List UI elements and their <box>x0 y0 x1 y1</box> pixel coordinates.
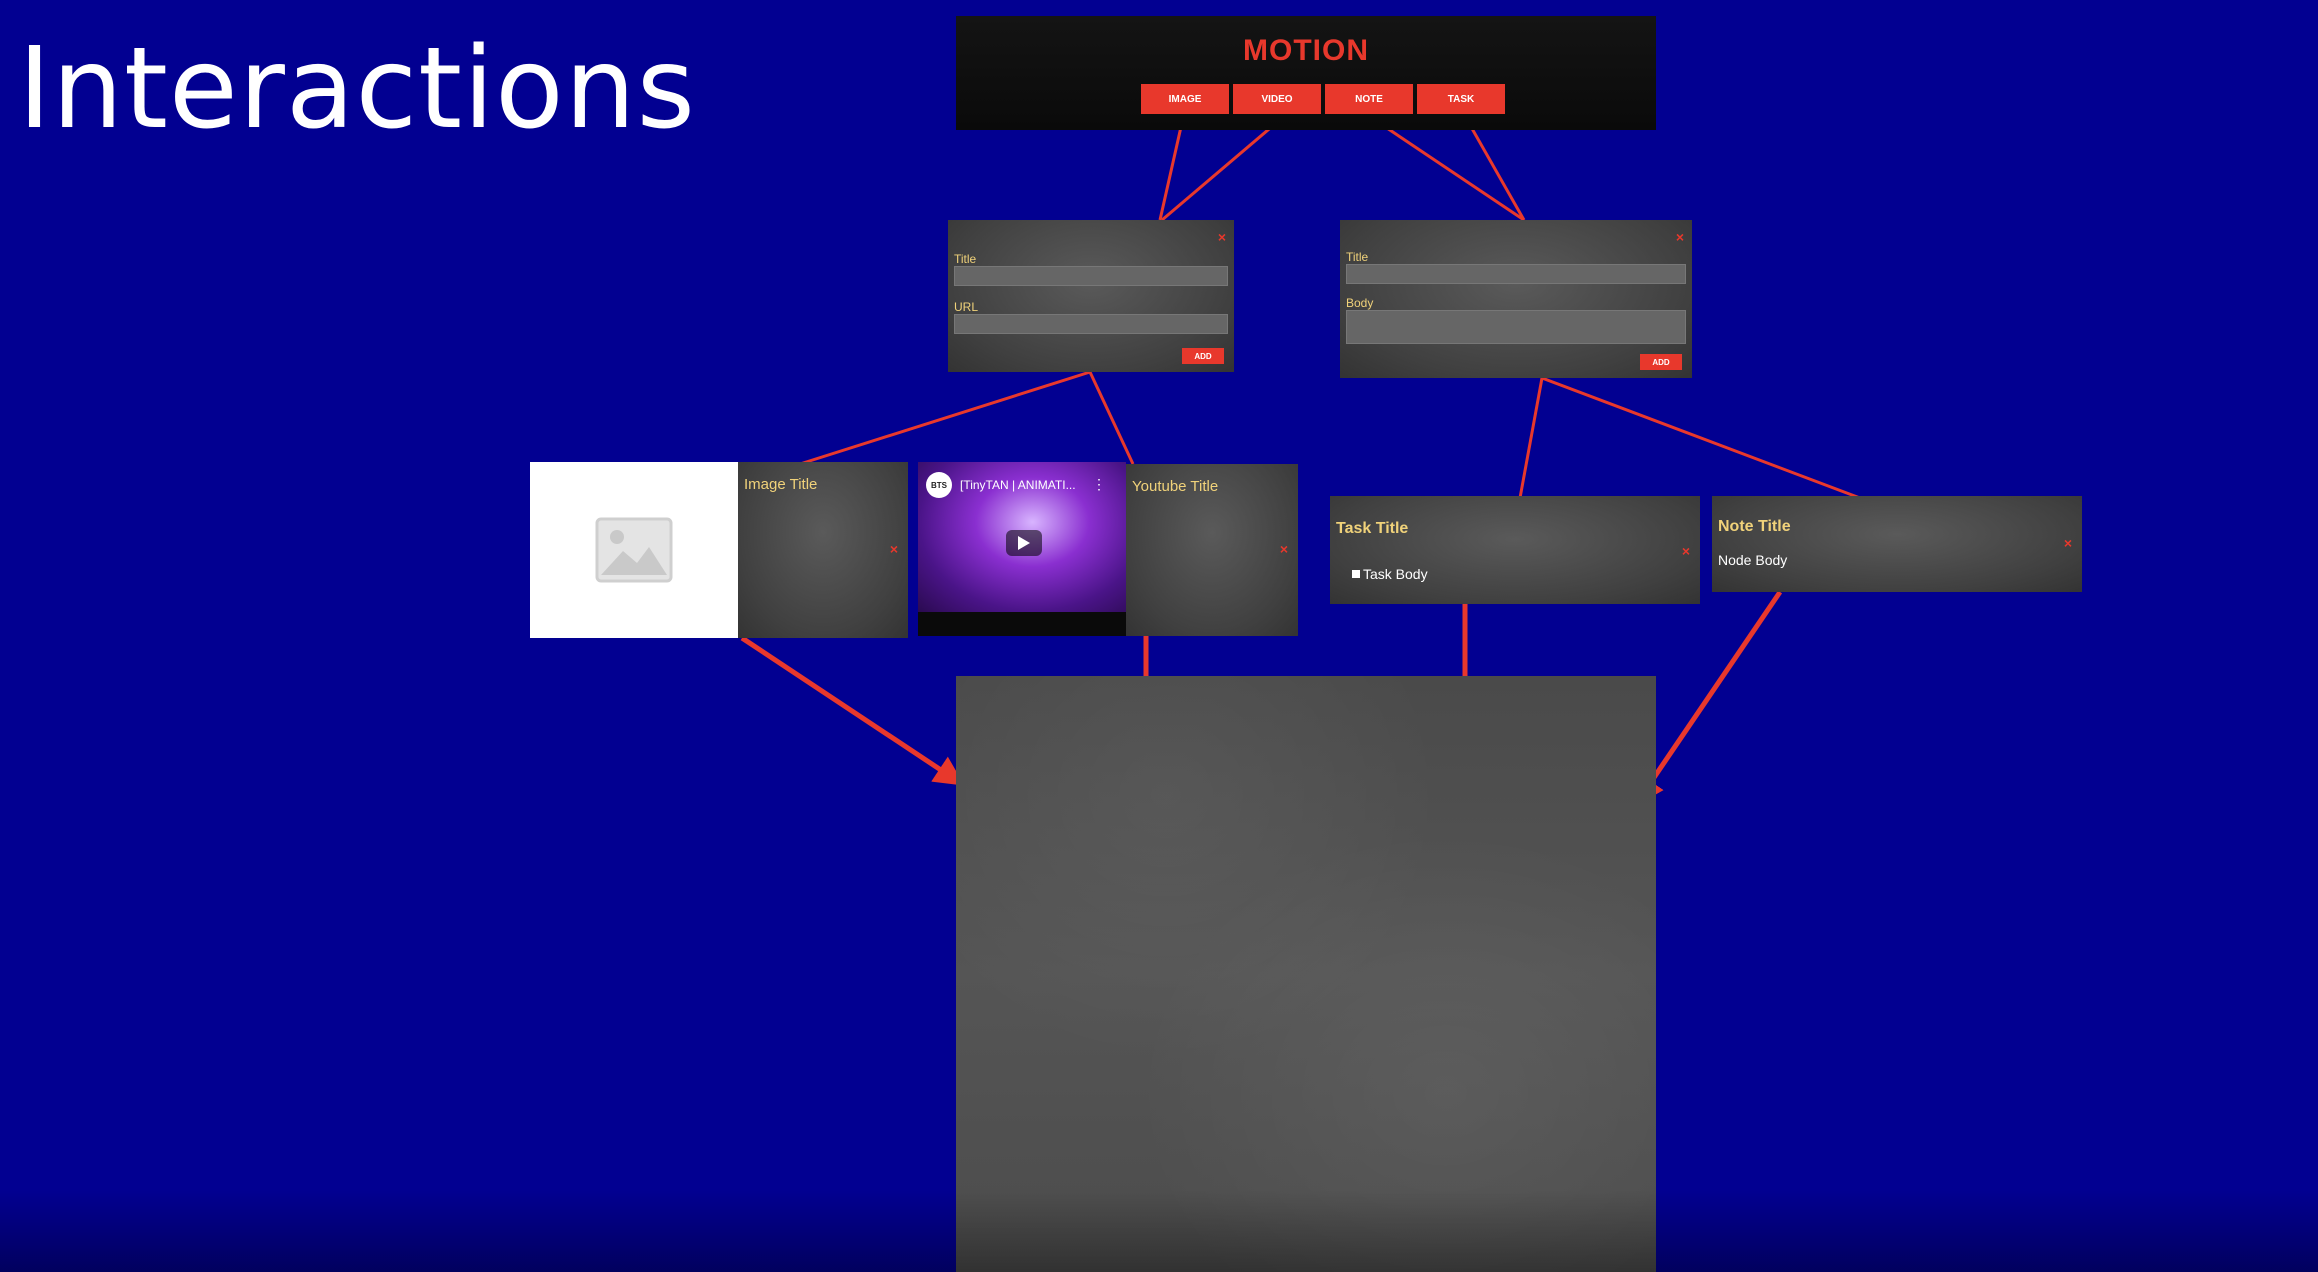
video-thumbnail[interactable]: BTS [TinyTAN | ANIMATI... ⋮ <box>918 462 1126 636</box>
slide-title: Interactions <box>18 24 696 154</box>
more-options-icon[interactable]: ⋮ <box>1092 476 1106 492</box>
add-button[interactable]: ADD <box>1182 348 1224 364</box>
media-form-dialog: × Title URL ADD <box>948 220 1234 372</box>
add-button[interactable]: ADD <box>1640 354 1682 370</box>
app-header: MOTION IMAGE VIDEO NOTE TASK <box>956 16 1656 130</box>
link-media-form-to-video-card <box>1088 371 1135 465</box>
note-card-title: Note Title <box>1718 518 1791 535</box>
text-form-dialog: × Title Body ADD <box>1340 220 1692 378</box>
note-button[interactable]: NOTE <box>1325 84 1413 114</box>
play-button[interactable] <box>1006 530 1042 556</box>
arrow-note-to-board <box>1633 590 1783 807</box>
video-button[interactable]: VIDEO <box>1233 84 1321 114</box>
arrow-image-to-board <box>740 635 965 787</box>
video-thumbnail-title: [TinyTAN | ANIMATI... <box>960 478 1076 492</box>
link-note-to-text-form <box>1371 116 1525 222</box>
link-task-to-text-form <box>1464 117 1526 221</box>
title-input[interactable] <box>954 266 1228 286</box>
task-body-text: Task Body <box>1363 566 1428 582</box>
url-label: URL <box>954 300 979 314</box>
link-media-form-to-image-card <box>799 370 1091 466</box>
channel-avatar: BTS <box>926 472 952 498</box>
url-input[interactable] <box>954 314 1228 334</box>
task-checkbox[interactable] <box>1352 570 1360 578</box>
close-icon[interactable]: × <box>1681 543 1690 559</box>
link-image-to-media-form <box>1158 117 1185 221</box>
note-body-text: Node Body <box>1718 552 1788 568</box>
task-item: Task Body <box>1352 566 1428 582</box>
task-card-title: Task Title <box>1336 520 1409 537</box>
image-card: Image Title × <box>738 462 908 638</box>
brand-logo: MOTION <box>1243 34 1369 67</box>
link-text-form-to-note-card <box>1541 376 1861 500</box>
play-icon <box>1018 536 1030 550</box>
task-card: Task Title × Task Body <box>1330 496 1700 604</box>
nav-menu: IMAGE VIDEO NOTE TASK <box>1141 84 1505 114</box>
title-input[interactable] <box>1346 264 1686 284</box>
link-video-to-media-form <box>1161 116 1283 222</box>
board-canvas <box>956 676 1656 1272</box>
image-card-title: Image Title <box>744 476 818 493</box>
body-textarea[interactable] <box>1346 310 1686 344</box>
image-placeholder <box>530 462 738 638</box>
task-button[interactable]: TASK <box>1417 84 1505 114</box>
close-icon[interactable]: × <box>1279 541 1288 557</box>
close-icon[interactable]: × <box>2063 535 2072 551</box>
close-icon[interactable]: × <box>1675 229 1684 245</box>
close-icon[interactable]: × <box>1217 229 1226 245</box>
note-card: Note Title × Node Body <box>1712 496 2082 592</box>
image-placeholder-icon <box>595 517 673 583</box>
image-button[interactable]: IMAGE <box>1141 84 1229 114</box>
title-label: Title <box>1346 250 1369 264</box>
title-label: Title <box>954 252 977 266</box>
link-text-form-to-task-card <box>1518 377 1544 499</box>
body-label: Body <box>1346 296 1374 310</box>
video-card: Youtube Title × <box>1126 464 1298 636</box>
close-icon[interactable]: × <box>889 541 898 557</box>
video-card-title: Youtube Title <box>1132 478 1219 495</box>
